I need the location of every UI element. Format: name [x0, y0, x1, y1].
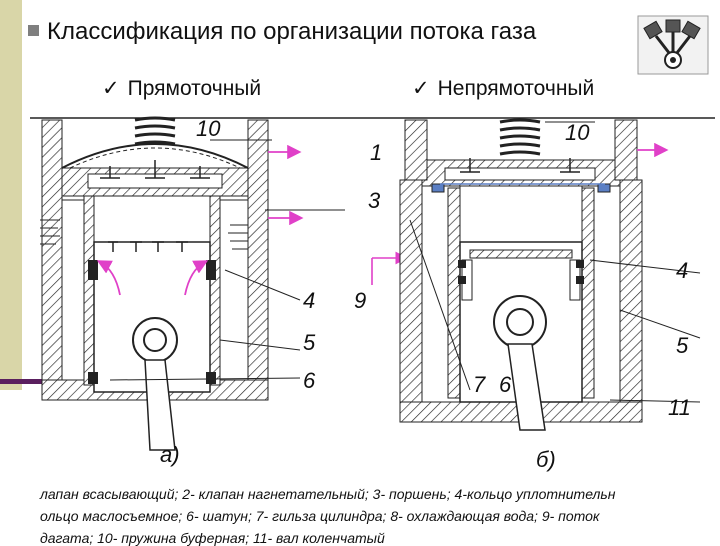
legend-line-2: ольцо маслосъемное; 6- шатун; 7- гильза …	[40, 508, 600, 524]
square-bullet-icon	[28, 25, 39, 37]
label-right-10: 10	[565, 120, 590, 145]
label-left-1: 1	[370, 140, 382, 165]
subtitle-direct-flow-text: Прямоточный	[127, 77, 262, 100]
subtitle-indirect-flow: ✓ Непрямоточный	[412, 76, 594, 101]
slide-accent-rule	[0, 379, 48, 384]
label-left-3: 3	[368, 188, 381, 213]
legend-line-3: дагата; 10- пружина буферная; 11- вал ко…	[40, 530, 385, 546]
label-left-10: 10	[196, 116, 221, 141]
subtitle-indirect-flow-text: Непрямоточный	[437, 77, 595, 100]
label-left-4: 4	[303, 288, 315, 313]
caption-a: а)	[160, 442, 180, 467]
label-right-11: 11	[668, 395, 691, 420]
slide-title: Классификация по организации потока газа	[28, 18, 536, 46]
subtitle-direct-flow: ✓ Прямоточный	[102, 76, 261, 101]
compressor-flow-diagram: 10 1 3 4 5 6 9 а)	[30, 116, 715, 472]
caption-b: б)	[536, 447, 556, 472]
label-left-5: 5	[303, 330, 316, 355]
indirect-flow-cylinder: 10 4 5 7 6 11 б)	[399, 118, 701, 472]
label-left-9: 9	[354, 288, 366, 313]
legend-line-1: лапан всасывающий; 2- клапан нагнетатель…	[40, 486, 616, 502]
slide-sidebar	[0, 0, 22, 390]
label-right-4: 4	[676, 258, 688, 283]
label-right-6: 6	[499, 372, 512, 397]
slide-title-text: Классификация по организации потока газа	[47, 18, 537, 45]
check-icon: ✓	[102, 77, 120, 100]
check-icon: ✓	[412, 77, 430, 100]
label-right-7: 7	[473, 372, 486, 397]
engine-piston-icon	[637, 15, 709, 75]
label-left-6: 6	[303, 368, 316, 393]
direct-flow-cylinder: 10 1 3 4 5 6 9 а)	[40, 116, 409, 467]
label-right-5: 5	[676, 333, 689, 358]
